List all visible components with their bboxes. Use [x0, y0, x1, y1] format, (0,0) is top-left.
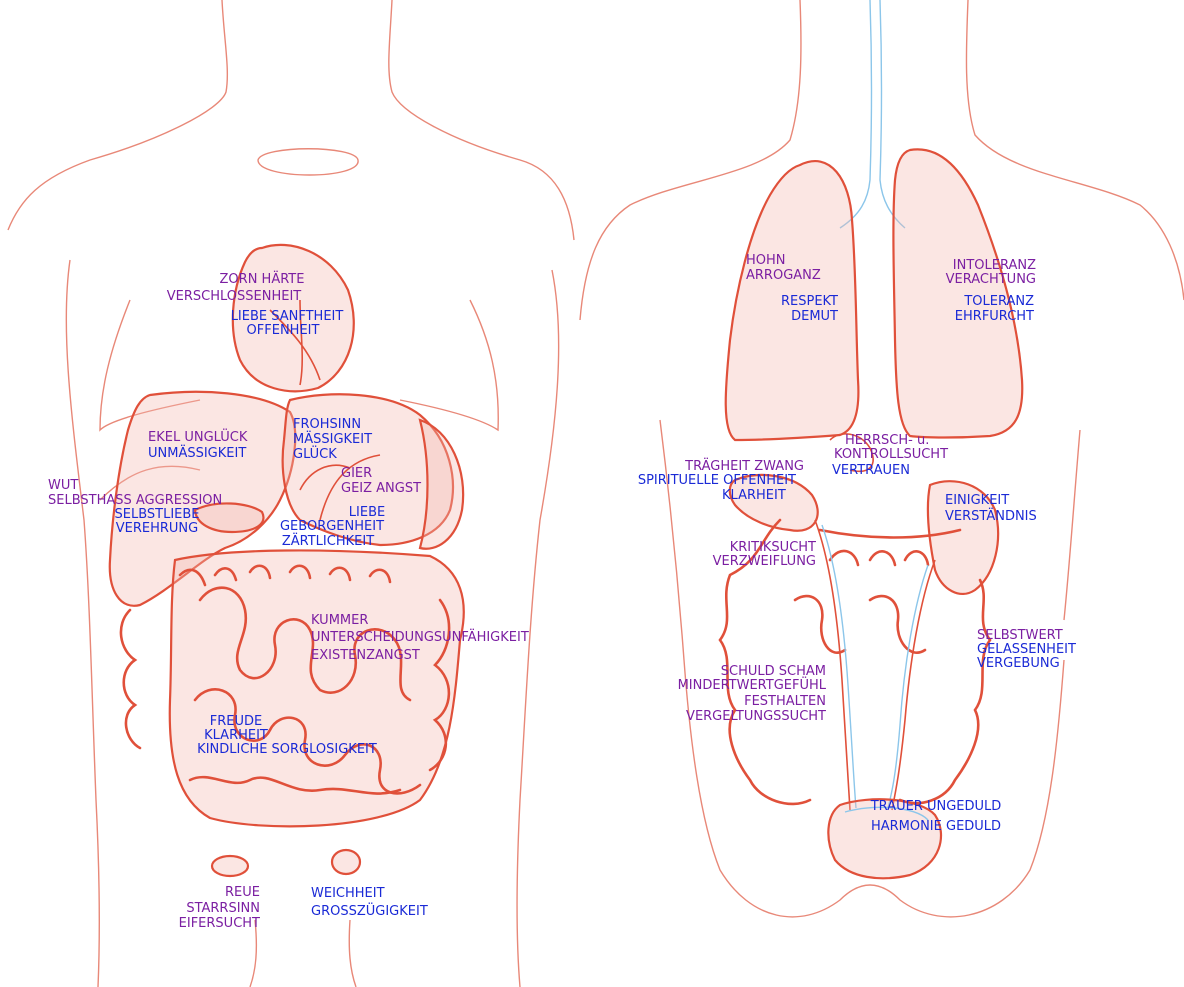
- right-lung-negative-label-2: VERACHTUNG: [946, 272, 1036, 287]
- large-intestine-negative-label-2: UNTERSCHEIDUNGSUNFÄHIGKEIT: [311, 630, 529, 645]
- spleen-positive-label-1: LIEBE: [349, 505, 385, 520]
- liver-positive-label-1: UNMÄSSIGKEIT: [148, 446, 246, 461]
- heart-negative-label-1: ZORN HÄRTE: [220, 272, 305, 287]
- left-kidney-positive-label-2: KLARHEIT: [722, 488, 786, 503]
- right-lung-positive-label-1: TOLERANZ: [964, 294, 1034, 309]
- spleen-negative-label-2: GEIZ ANGST: [341, 481, 421, 496]
- heart-positive-label-2: OFFENHEIT: [247, 323, 320, 338]
- ovary-negative-label-1: REUE: [225, 885, 260, 900]
- diaphragm-positive-label-1: VERTRAUEN: [832, 463, 910, 478]
- right-ureter-shape: [892, 560, 935, 810]
- right-kidney-negative-label-1: EINIGKEIT: [945, 493, 1009, 508]
- colon-right-positive-label-1: GELASSENHEIT: [977, 642, 1076, 657]
- left-lung-positive-label-2: DEMUT: [791, 309, 838, 324]
- right-lung-negative-label-1: INTOLERANZ: [953, 258, 1036, 273]
- bladder-positive-label-1: HARMONIE GEDULD: [871, 819, 1001, 834]
- ureter-negative-label-1: SCHULD SCHAM: [721, 664, 826, 679]
- heart-positive-label-1: LIEBE SANFTHEIT: [231, 309, 344, 324]
- ovary-positive-label-1: WEICHHEIT: [311, 886, 385, 901]
- small-intestine-positive-label-3: KINDLICHE SORGLOSIGKEIT: [197, 742, 377, 757]
- small-intestine-positive-label-1: FREUDE: [210, 714, 262, 729]
- colon-right-negative-label-1: SELBSTWERT: [977, 628, 1063, 643]
- front-organs: [110, 245, 464, 876]
- colon-right-positive-label-2: VERGEBUNG: [977, 656, 1060, 671]
- left-lung-negative-label-1: HOHN: [746, 253, 786, 268]
- right-kidney-positive-label-1: VERSTÄNDNIS: [945, 509, 1037, 524]
- spleen-shape: [420, 420, 463, 549]
- spleen-positive-label-2: GEBORGENHEIT: [280, 519, 384, 534]
- heart-negative-label-2: VERSCHLOSSENHEIT: [167, 289, 301, 304]
- left-kidney-negative-label-1: TRÄGHEIT ZWANG: [685, 459, 804, 474]
- colon-left-negative-label-1: KRITIKSUCHT: [730, 540, 816, 555]
- ovary-negative-label-2: STARRSINN: [186, 901, 260, 916]
- ovary-negative-label-3: EIFERSUCHT: [179, 916, 260, 931]
- stomach-positive-label-1: FROHSINN: [293, 417, 361, 432]
- ovary-positive-label-2: GROSSZÜGIGKEIT: [311, 904, 428, 919]
- gallbladder-positive-label-2: VEREHRUNG: [116, 521, 198, 536]
- ureter-negative-label-3: FESTHALTEN: [744, 694, 826, 709]
- right-lung-positive-label-2: EHRFURCHT: [955, 309, 1034, 324]
- left-kidney-positive-label-1: SPIRITUELLE OFFENHEIT: [638, 473, 796, 488]
- bladder-negative-label-1: TRAUER UNGEDULD: [871, 799, 1002, 814]
- left-lung-positive-label-1: RESPEKT: [781, 294, 838, 309]
- stomach-positive-label-3: GLÜCK: [293, 447, 337, 462]
- gallbladder-negative-label-1: WUT: [48, 478, 78, 493]
- diaphragm-negative-label-1: HERRSCH- u.: [845, 433, 929, 448]
- large-intestine-negative-label-1: KUMMER: [311, 613, 368, 628]
- colon-left-negative-label-2: VERZWEIFLUNG: [713, 554, 816, 569]
- spleen-positive-label-3: ZÄRTLICHKEIT: [282, 534, 374, 549]
- large-intestine-negative-label-3: EXISTENZANGST: [311, 648, 420, 663]
- right-ovary-shape: [332, 850, 360, 874]
- liver-negative-label-1: EKEL UNGLÜCK: [148, 430, 247, 445]
- gallbladder-negative-label-2: SELBSTHASS AGGRESSION: [48, 493, 222, 508]
- ureter-negative-label-4: VERGELTUNGSSUCHT: [686, 709, 826, 724]
- gallbladder-positive-label-1: SELBSTLIEBE: [114, 507, 199, 522]
- stomach-positive-label-2: MÄSSIGKEIT: [293, 432, 372, 447]
- left-lung-negative-label-2: ARROGANZ: [746, 268, 821, 283]
- small-intestine-positive-label-2: KLARHEIT: [204, 728, 268, 743]
- left-ovary-shape: [212, 856, 248, 876]
- intestines-shape: [121, 550, 464, 826]
- spleen-negative-label-1: GIER: [341, 466, 372, 481]
- ureter-negative-label-2: MINDERTWERTGEFÜHL: [678, 678, 826, 693]
- diaphragm-negative-label-2: KONTROLLSUCHT: [834, 447, 948, 462]
